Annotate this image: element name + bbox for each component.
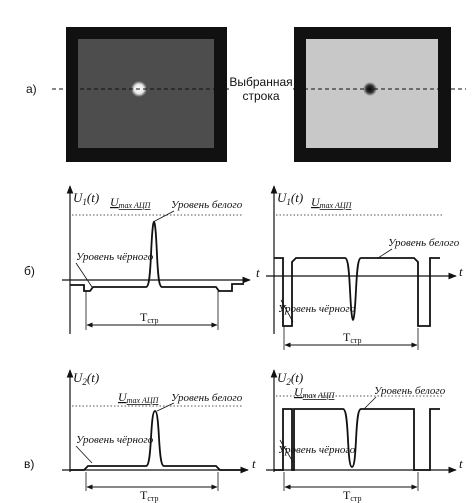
- row-a: а) Выбранная строка: [26, 27, 466, 162]
- row-c-label: в): [24, 457, 34, 471]
- umax-label: Umax АЦП: [110, 195, 152, 210]
- period-label: Tстр: [140, 310, 159, 325]
- black-leader: [75, 262, 93, 288]
- period-label: Tстр: [343, 330, 362, 345]
- graph-b-right: U1(t) t Umax АЦП Уровень белого Уровень …: [266, 185, 463, 350]
- period-label: Tстр: [140, 488, 159, 503]
- selected-row-caption-1: Выбранная: [229, 75, 292, 89]
- signal-trace: [274, 408, 440, 471]
- t-axis-label: t: [252, 456, 256, 471]
- t-axis-label: t: [459, 456, 463, 471]
- y-axis-label: U1(t): [277, 190, 303, 207]
- signal-trace: [274, 257, 440, 327]
- black-level-label: Уровень чёрного: [76, 434, 154, 446]
- white-level-label: Уровень белого: [171, 392, 243, 404]
- y-axis-label: U1(t): [73, 190, 99, 207]
- umax-label: Umax АЦП: [118, 390, 160, 405]
- signal-trace: [70, 221, 244, 292]
- black-level-label: Уровень чёрного: [76, 251, 154, 263]
- selected-row-caption-2: строка: [242, 89, 279, 103]
- white-leader: [156, 402, 175, 412]
- row-b-label: б): [24, 264, 35, 278]
- black-leader: [75, 445, 93, 464]
- period-label: Tстр: [343, 488, 362, 503]
- black-level-label: Уровень чёрного: [278, 303, 356, 315]
- signal-trace: [70, 410, 244, 471]
- left-screen-area: [78, 39, 214, 148]
- y-axis-label: U2(t): [277, 370, 303, 387]
- graph-c-left: U2(t) t Umax АЦП Уровень белого Уровень …: [62, 369, 256, 503]
- white-leader: [363, 396, 377, 410]
- umax-label: Umax АЦП: [311, 195, 353, 210]
- t-axis-label: t: [256, 265, 260, 280]
- right-screen: [294, 27, 451, 162]
- left-screen: [66, 27, 227, 162]
- white-level-label: Уровень белого: [171, 199, 243, 211]
- y-axis-label: U2(t): [73, 370, 99, 387]
- white-leader: [377, 248, 393, 259]
- umax-label: Umax АЦП: [294, 385, 336, 400]
- white-leader: [152, 210, 175, 223]
- graph-b-left: U1(t) t Umax АЦП Уровень белого Уровень …: [62, 185, 260, 334]
- white-level-label: Уровень белого: [374, 385, 446, 397]
- graph-c-right: U2(t) t Umax АЦП Уровень белого Уровень …: [266, 369, 463, 503]
- row-a-label: а): [26, 82, 37, 96]
- t-axis-label: t: [459, 264, 463, 279]
- caption-backdrop: [229, 74, 293, 104]
- white-level-label: Уровень белого: [388, 237, 460, 249]
- black-level-label: Уровень чёрного: [278, 444, 356, 456]
